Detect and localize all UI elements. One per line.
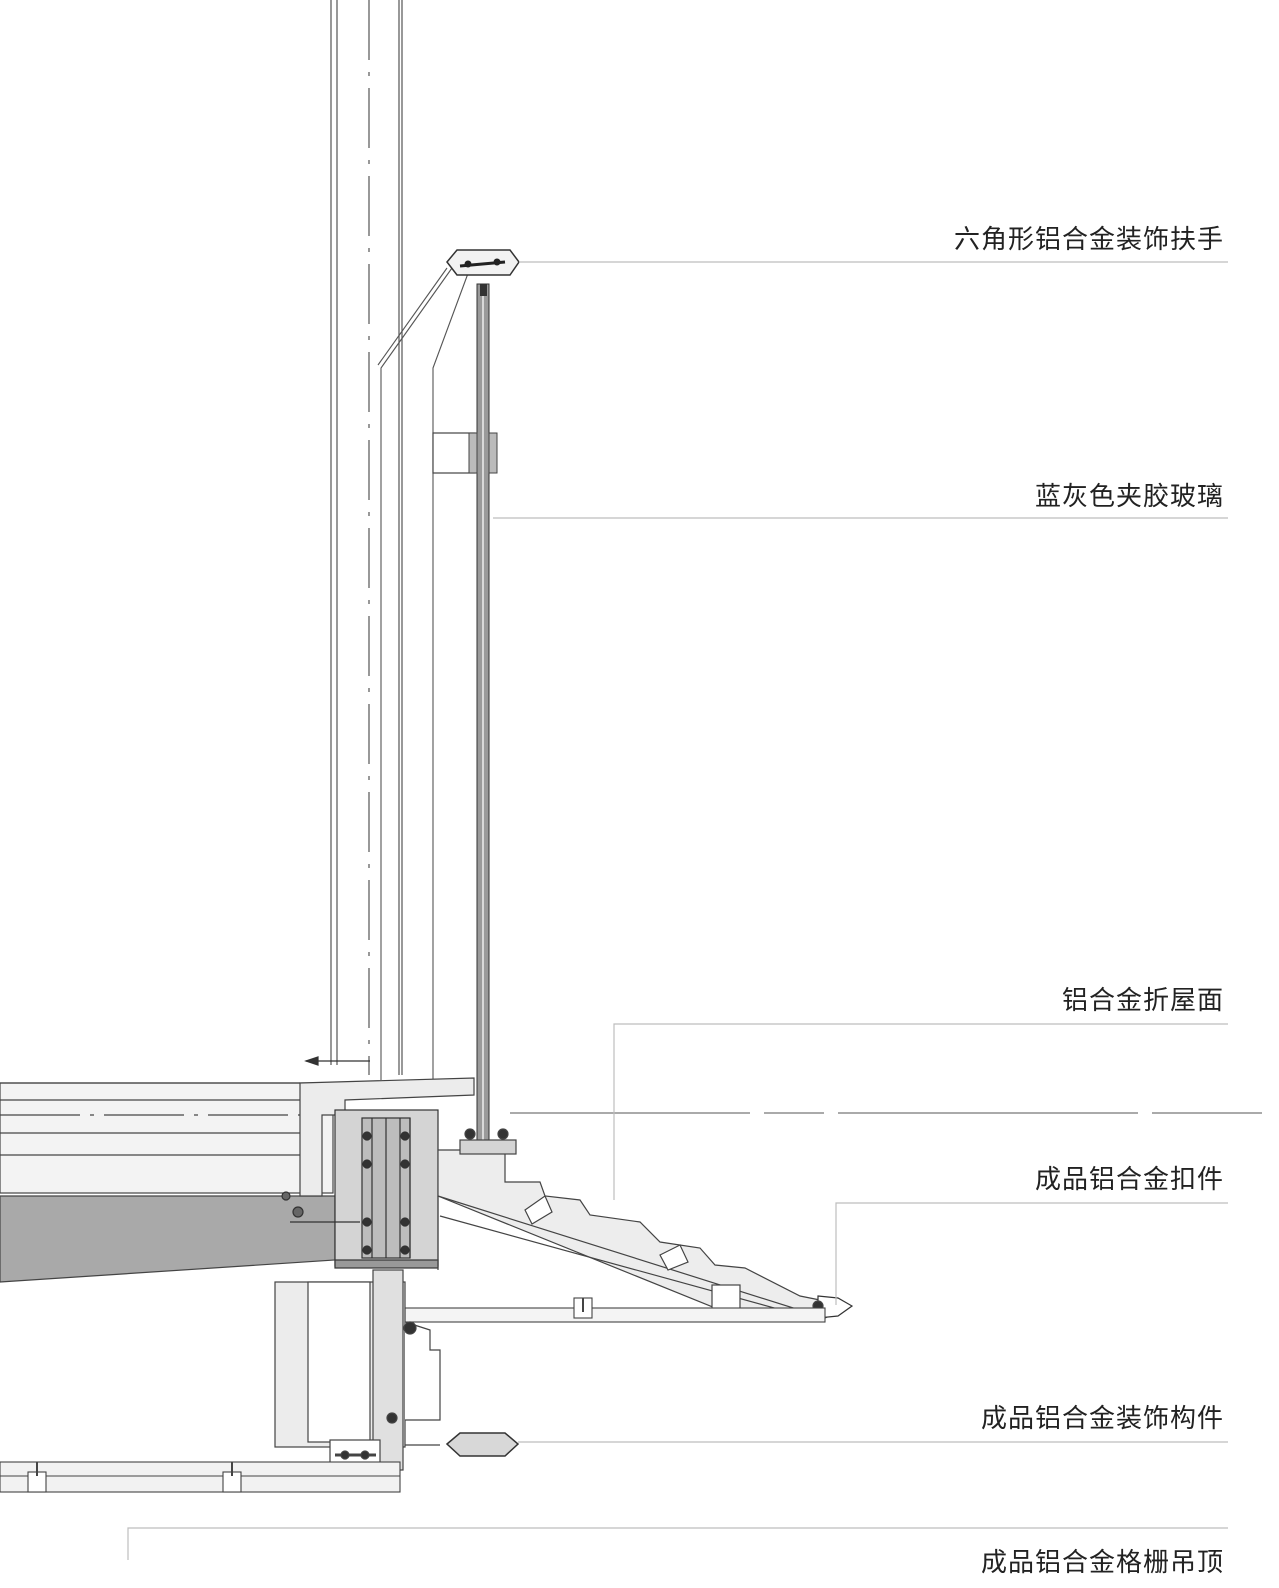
folded-roof <box>437 1128 854 1323</box>
handrail-guide-lines <box>377 267 471 1080</box>
decorative-hexagon <box>445 1432 520 1457</box>
callout-decorative-element: 成品铝合金装饰构件 <box>980 1404 1224 1434</box>
callout-handrail: 六角形铝合金装饰扶手 <box>953 225 1224 255</box>
central-steel-column <box>281 1109 439 1269</box>
ceiling-grille <box>0 1461 401 1493</box>
lower-wall <box>274 1269 441 1471</box>
dimension-arrow <box>304 1056 370 1066</box>
callout-roof: 铝合金折屋面 <box>1061 986 1224 1016</box>
callout-clip: 成品铝合金扣件 <box>1034 1165 1224 1195</box>
leader-lines <box>127 261 1228 1560</box>
roof-soffit <box>404 1297 826 1323</box>
hexagonal-handrail <box>446 249 520 276</box>
glass-panel <box>432 283 498 1145</box>
callout-ceiling-grille: 成品铝合金格栅吊顶 <box>980 1548 1224 1578</box>
floor-slab <box>0 1077 475 1283</box>
callout-glass: 蓝灰色夹胶玻璃 <box>1034 482 1224 512</box>
vertical-structure-lines <box>330 0 403 1075</box>
